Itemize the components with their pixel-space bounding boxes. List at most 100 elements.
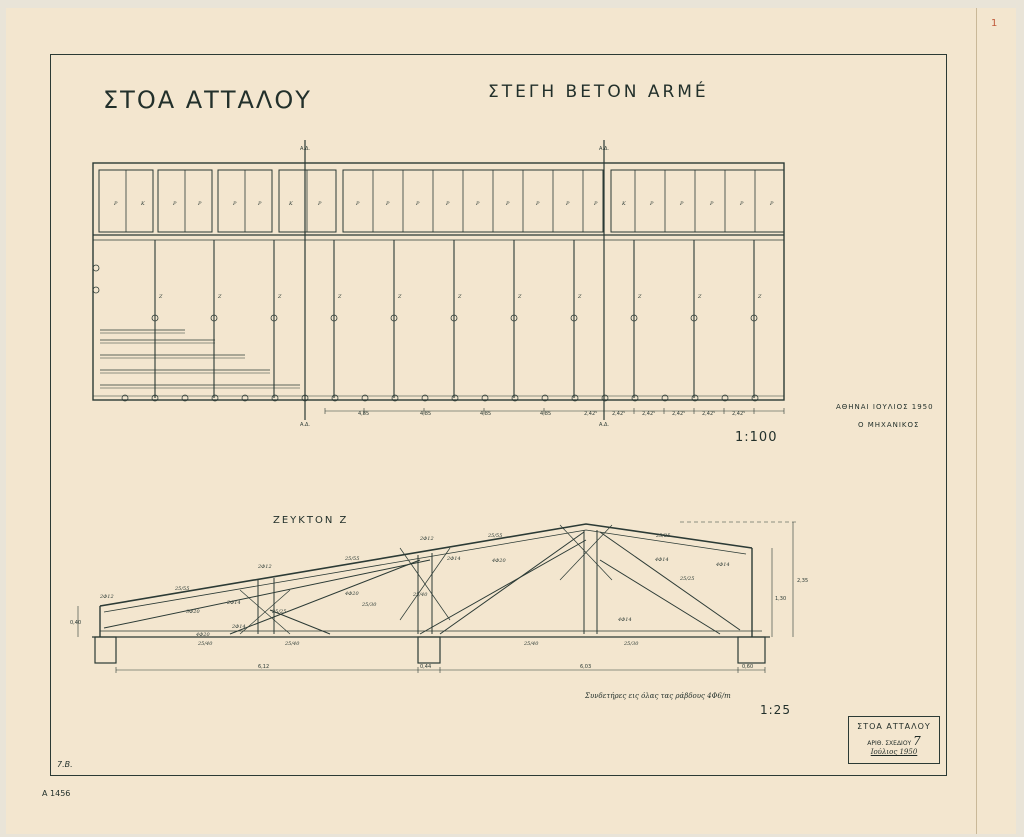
drawing-title: ΣΤΟΑ ΑΤΤΑΛΟΥ	[103, 86, 312, 114]
plan-dim-label: 2,42⁵	[612, 411, 625, 417]
sheet-code: 7.Β.	[57, 760, 73, 769]
plan-beam-tag: Ρ	[113, 201, 118, 207]
plan-support	[181, 394, 189, 402]
plan-support	[301, 394, 309, 402]
truss-rebar-label: 4Φ14	[715, 562, 730, 568]
plan-dim-label: 2,42⁵	[584, 411, 597, 417]
plan-truss-tag: Ζ	[277, 294, 282, 300]
plan-support	[361, 394, 369, 402]
plan-beam-tag: Ρ	[415, 201, 420, 207]
plan-support	[481, 394, 489, 402]
plan-dim-label: 4,85	[420, 411, 431, 417]
plan-beam-tag: Ρ	[232, 201, 237, 207]
plan-beam-tag: Ρ	[649, 201, 654, 207]
truss-diagonal	[439, 531, 585, 635]
plan-support	[421, 394, 429, 402]
truss-title: ΖΕΥΚΤΟΝ Ζ	[273, 515, 349, 526]
plan-beam-tag: Ρ	[769, 201, 774, 207]
title-block: ΣΤΟΑ ΑΤΤΑΛΟΥ ΑΡΙΘ. ΣΧΕΔΙΟΥ 7 Ιούλιος 195…	[848, 716, 940, 764]
title-block-number-row: ΑΡΙΘ. ΣΧΕΔΙΟΥ 7	[849, 734, 939, 748]
truss-crossing-bar	[239, 589, 291, 635]
plan-truss-tag: Ζ	[158, 294, 163, 300]
plan-scale: 1:100	[735, 430, 778, 445]
truss-member-label: 25/30	[623, 641, 639, 647]
section-mark: Α.Δ.	[599, 422, 609, 428]
plan-truss-tag: Ζ	[397, 294, 402, 300]
plan-truss-node	[151, 314, 159, 322]
truss-crossing-bar	[399, 547, 451, 621]
truss-member-label: 25/30	[361, 602, 377, 608]
truss-rebar-label: 4Φ20	[344, 591, 359, 597]
engineer-label: Ο ΜΗΧΑΝΙΚΟΣ	[858, 421, 920, 429]
plan-support	[751, 394, 759, 402]
truss-member-label: 25/40	[523, 641, 539, 647]
plan-outline	[92, 162, 785, 401]
plan-truss-node	[510, 314, 518, 322]
plan-support	[451, 394, 459, 402]
truss-span-label: 6,03	[580, 664, 591, 670]
truss-span-label: 6,12	[258, 664, 269, 670]
plan-beam-tag: Κ	[140, 201, 145, 207]
plan-truss-node	[330, 314, 338, 322]
plan-dim-label: 2,42⁵	[702, 411, 715, 417]
plan-support	[211, 394, 219, 402]
plan-beam-tag: Ρ	[679, 201, 684, 207]
truss-support	[417, 636, 441, 664]
truss-diagonal	[599, 559, 721, 635]
plan-support	[511, 394, 519, 402]
plan-truss-node	[630, 314, 638, 322]
plan-support	[151, 394, 159, 402]
plan-beam-tag: Ρ	[505, 201, 510, 207]
title-block-label: ΑΡΙΘ. ΣΧΕΔΙΟΥ	[867, 740, 912, 747]
plan-beam-tag: Κ	[621, 201, 626, 207]
plan-beam-tag: Ρ	[739, 201, 744, 207]
truss-member-label: 25/25	[655, 533, 670, 539]
truss-rebar-label: 4Φ14	[617, 617, 632, 623]
plan-support	[571, 394, 579, 402]
title-block-number: 7	[913, 734, 921, 748]
plan-support	[121, 394, 129, 402]
truss-support	[94, 636, 117, 664]
plan-panel	[342, 169, 604, 233]
truss-rebar-label: 2Φ12	[257, 564, 272, 570]
truss-diagonal	[419, 539, 587, 635]
plan-truss-tag: Ζ	[517, 294, 522, 300]
truss-span-label: 0,60	[742, 664, 753, 670]
plan-beam-tag: Ρ	[197, 201, 202, 207]
truss-top-chord	[99, 523, 753, 607]
place-date: ΑΘΗΝΑΙ ΙΟΥΛΙΟΣ 1950	[836, 403, 934, 411]
plan-support	[631, 394, 639, 402]
drawing-subtitle: ΣΤΕΓΗ ΒΕΤΟΝ ΑRΜÉ	[488, 82, 709, 102]
plan-truss-node	[690, 314, 698, 322]
plan-support	[331, 394, 339, 402]
plan-beam-tag: Ρ	[475, 201, 480, 207]
plan-panel	[610, 169, 785, 233]
plan-beam-tag: Ρ	[709, 201, 714, 207]
truss-member-label: 25/40	[197, 641, 213, 647]
plan-dim-label: 4,85	[540, 411, 551, 417]
plan-beam-tag: Ρ	[385, 201, 390, 207]
truss-rebar-label: 2Φ12	[99, 594, 114, 600]
title-block-title: ΣΤΟΑ ΑΤΤΑΛΟΥ	[857, 722, 931, 731]
plan-support	[92, 264, 100, 272]
plan-truss-tag: Ζ	[337, 294, 342, 300]
plan-support	[271, 394, 279, 402]
plan-truss-tag: Ζ	[757, 294, 762, 300]
plan-beam-tag: Ρ	[355, 201, 360, 207]
truss-height-label: 2,35	[797, 578, 808, 584]
truss-support	[737, 636, 766, 664]
plan-support	[661, 394, 669, 402]
plan-beam-tag: Ρ	[535, 201, 540, 207]
truss-rebar-label: 2Φ14	[231, 624, 246, 630]
truss-rebar-label: 3Φ20	[186, 609, 200, 615]
truss-rebar-label: 4Φ20	[491, 558, 506, 564]
truss-member-label: 25/55	[174, 586, 189, 592]
truss-crossing-bar	[559, 524, 613, 581]
truss-scale: 1:25	[760, 703, 791, 717]
plan-truss-tag: Ζ	[217, 294, 222, 300]
plan-truss-tag: Ζ	[457, 294, 462, 300]
plan-truss-tag: Ζ	[577, 294, 582, 300]
truss-diagonal	[103, 559, 431, 629]
plan-support	[721, 394, 729, 402]
plan-truss-node	[450, 314, 458, 322]
